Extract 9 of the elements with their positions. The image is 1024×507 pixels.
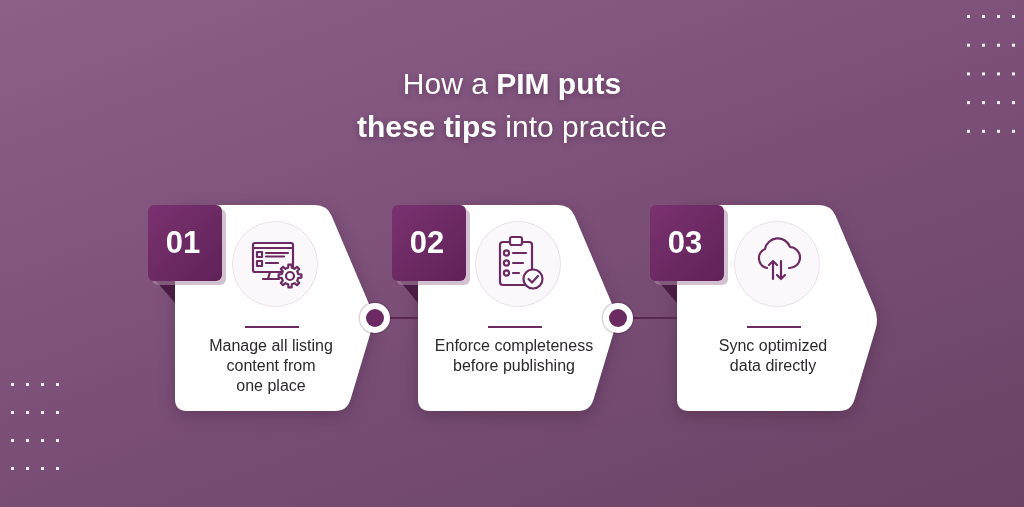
- connector-line: [601, 301, 678, 335]
- step-description: Enforce completeness before publishing: [434, 336, 594, 376]
- step-description: Manage all listing content from one place: [208, 336, 334, 396]
- step-description: Sync optimized data directly: [717, 336, 829, 376]
- step-number: 01: [148, 205, 222, 281]
- step-number: 03: [650, 205, 724, 281]
- connector-line: [358, 301, 419, 335]
- title: How a PIM puts these tips into practice: [355, 66, 669, 145]
- step-number: 02: [392, 205, 466, 281]
